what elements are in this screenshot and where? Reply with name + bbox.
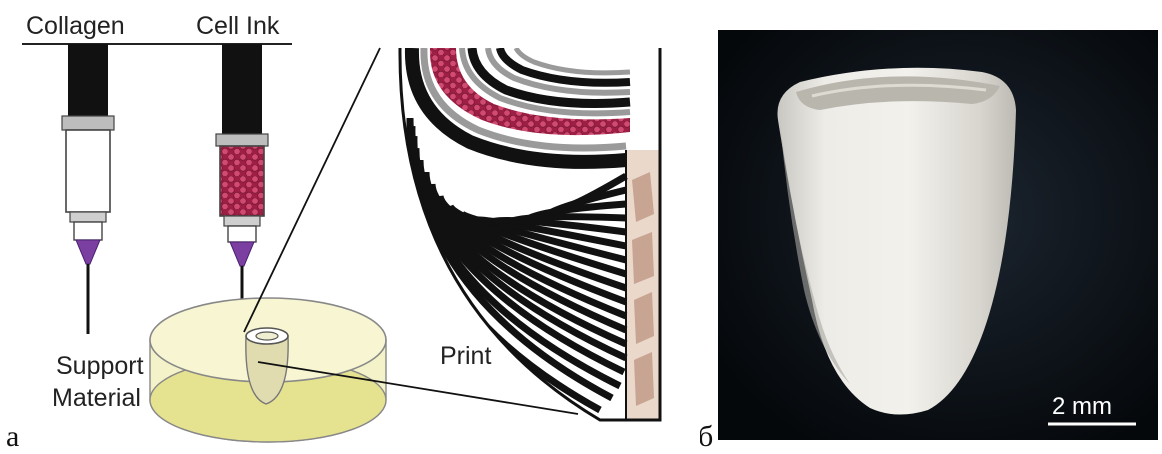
panel-b-letter: б [700, 420, 713, 453]
magnified-wall-section [390, 40, 670, 440]
cell-ink-label: Cell Ink [196, 12, 280, 40]
collagen-label: Collagen [26, 12, 125, 40]
printed-ventricle-photo: б 2 mm [700, 0, 1162, 454]
support-material-bath [150, 298, 386, 442]
bioprinting-schematic: Collagen Cell Ink Support Material Print [0, 0, 700, 454]
print-label: Print [440, 342, 491, 370]
scale-bar-label: 2 mm [1052, 393, 1112, 420]
support-material-label-line1: Support [56, 352, 144, 380]
cell-ink-syringe [216, 44, 268, 332]
panel-a-letter: а [6, 420, 19, 453]
collagen-syringe [62, 44, 114, 334]
support-material-label-line2: Material [52, 384, 141, 412]
